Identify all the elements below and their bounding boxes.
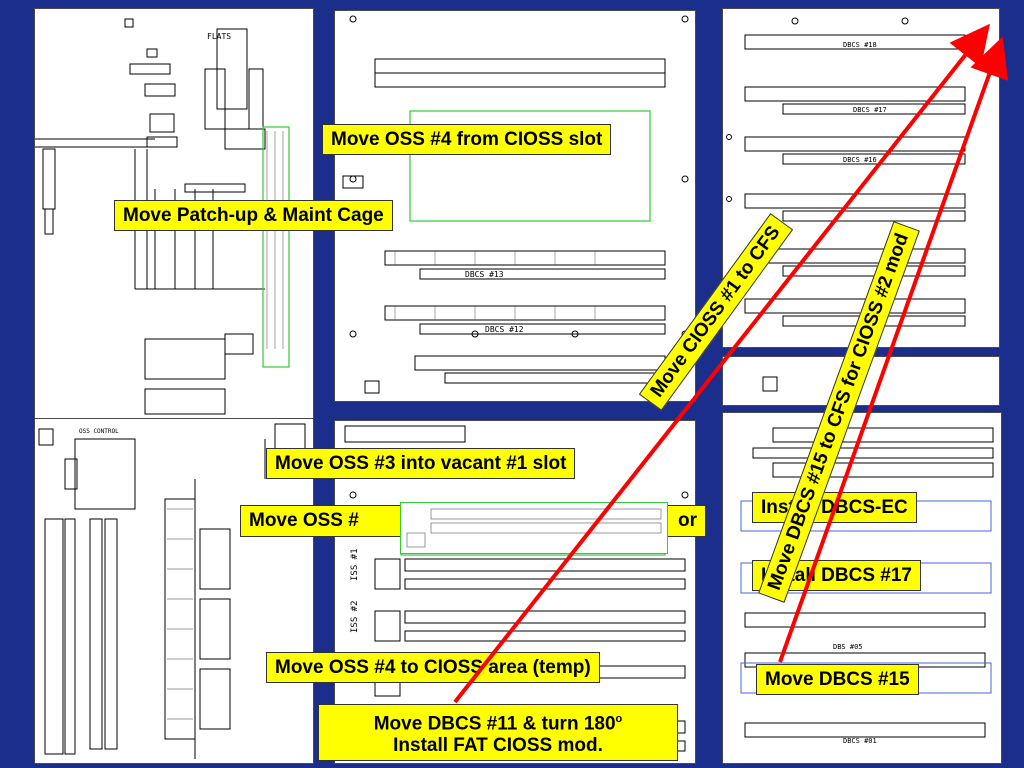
floorplan-top-left-lines: FLATS xyxy=(35,18,290,415)
label-move-dbcs11: Move DBCS #11 & turn 180o Install FAT CI… xyxy=(318,704,678,762)
green-outline-cage xyxy=(262,126,290,368)
iss2-text: ISS #2 xyxy=(350,600,360,633)
floorplan-top-right-lines: DBCS #18 DBCS #17 DBCS #16 xyxy=(726,17,984,327)
oss-control-text: OSS CONTROL xyxy=(79,428,119,435)
flats-text: FLATS xyxy=(207,32,231,41)
oss-box-overlay xyxy=(400,502,668,554)
floorplan-top-right: DBCS #18 DBCS #17 DBCS #16 xyxy=(722,8,1000,348)
label-move-oss4-from-cioss: Move OSS #4 from CIOSS slot xyxy=(322,124,612,155)
dbcs17-text: DBCS #17 xyxy=(853,106,887,114)
label-move-oss-partial-right: or xyxy=(678,510,697,531)
dbcs05-text: DBS #05 xyxy=(833,643,863,651)
label-install-dbcs-ec: Install DBCS-EC xyxy=(752,492,917,523)
label-move-oss3-vacant-slot: Move OSS #3 into vacant #1 slot xyxy=(266,448,576,479)
dbcs16-text: DBCS #16 xyxy=(843,156,877,164)
dbcs13-text: DBCS #13 xyxy=(465,270,504,279)
oss-box-overlay-lines xyxy=(406,508,662,548)
floorplan-bottom-left-lines: OSS CONTROL xyxy=(38,423,306,759)
label-move-oss-partial-left: Move OSS # xyxy=(249,510,359,531)
label-move-patch-up-cage: Move Patch-up & Maint Cage xyxy=(114,200,393,231)
label-move-dbcs11-line2: Install FAT CIOSS mod. xyxy=(393,735,603,757)
dbcs18-text: DBCS #18 xyxy=(843,41,877,49)
label-move-dbcs15: Move DBCS #15 xyxy=(756,664,919,695)
label-move-dbcs11-degree: o xyxy=(615,713,623,725)
label-move-dbcs11-line1: Move DBCS #11 & turn 180 xyxy=(373,713,616,735)
dbcs01-text: DBCS #01 xyxy=(843,737,877,745)
dbcs12-text: DBCS #12 xyxy=(485,325,524,334)
iss1-text: ISS #1 xyxy=(350,548,360,581)
label-move-oss4-temp: Move OSS #4 to CIOSS area (temp) xyxy=(266,652,600,683)
